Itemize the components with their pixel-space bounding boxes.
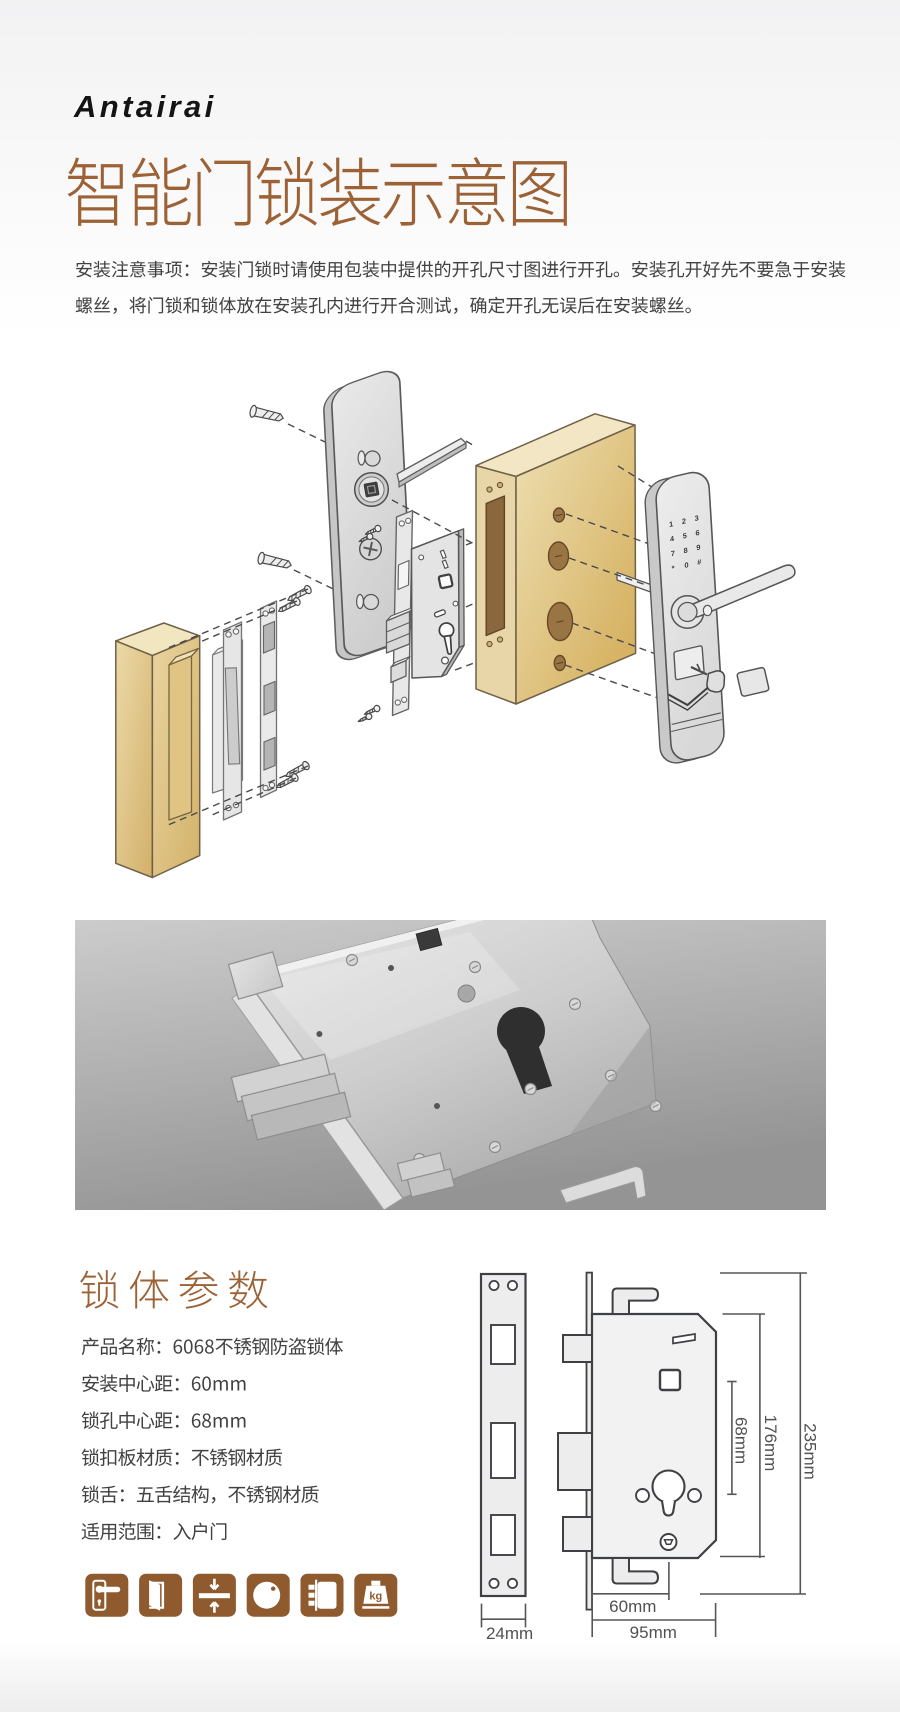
svg-text:4: 4 (670, 534, 675, 544)
svg-text:1: 1 (669, 519, 674, 529)
svg-text:5: 5 (682, 531, 687, 541)
svg-text:#: # (697, 557, 702, 567)
svg-text:60mm: 60mm (609, 1597, 656, 1616)
svg-text:95mm: 95mm (630, 1623, 677, 1642)
svg-text:176mm: 176mm (761, 1415, 780, 1472)
svg-text:8: 8 (683, 546, 688, 556)
svg-text:0: 0 (684, 560, 689, 570)
svg-text:*: * (671, 563, 674, 573)
svg-text:9: 9 (696, 543, 701, 553)
svg-text:kg: kg (369, 1591, 382, 1603)
svg-text:3: 3 (694, 513, 699, 523)
svg-text:24mm: 24mm (486, 1624, 533, 1643)
svg-text:235mm: 235mm (801, 1423, 820, 1480)
svg-text:6: 6 (695, 528, 700, 538)
svg-text:7: 7 (671, 549, 676, 559)
svg-text:Antairai: Antairai (73, 89, 217, 124)
svg-text:68mm: 68mm (732, 1417, 751, 1464)
svg-text:2: 2 (682, 516, 687, 526)
